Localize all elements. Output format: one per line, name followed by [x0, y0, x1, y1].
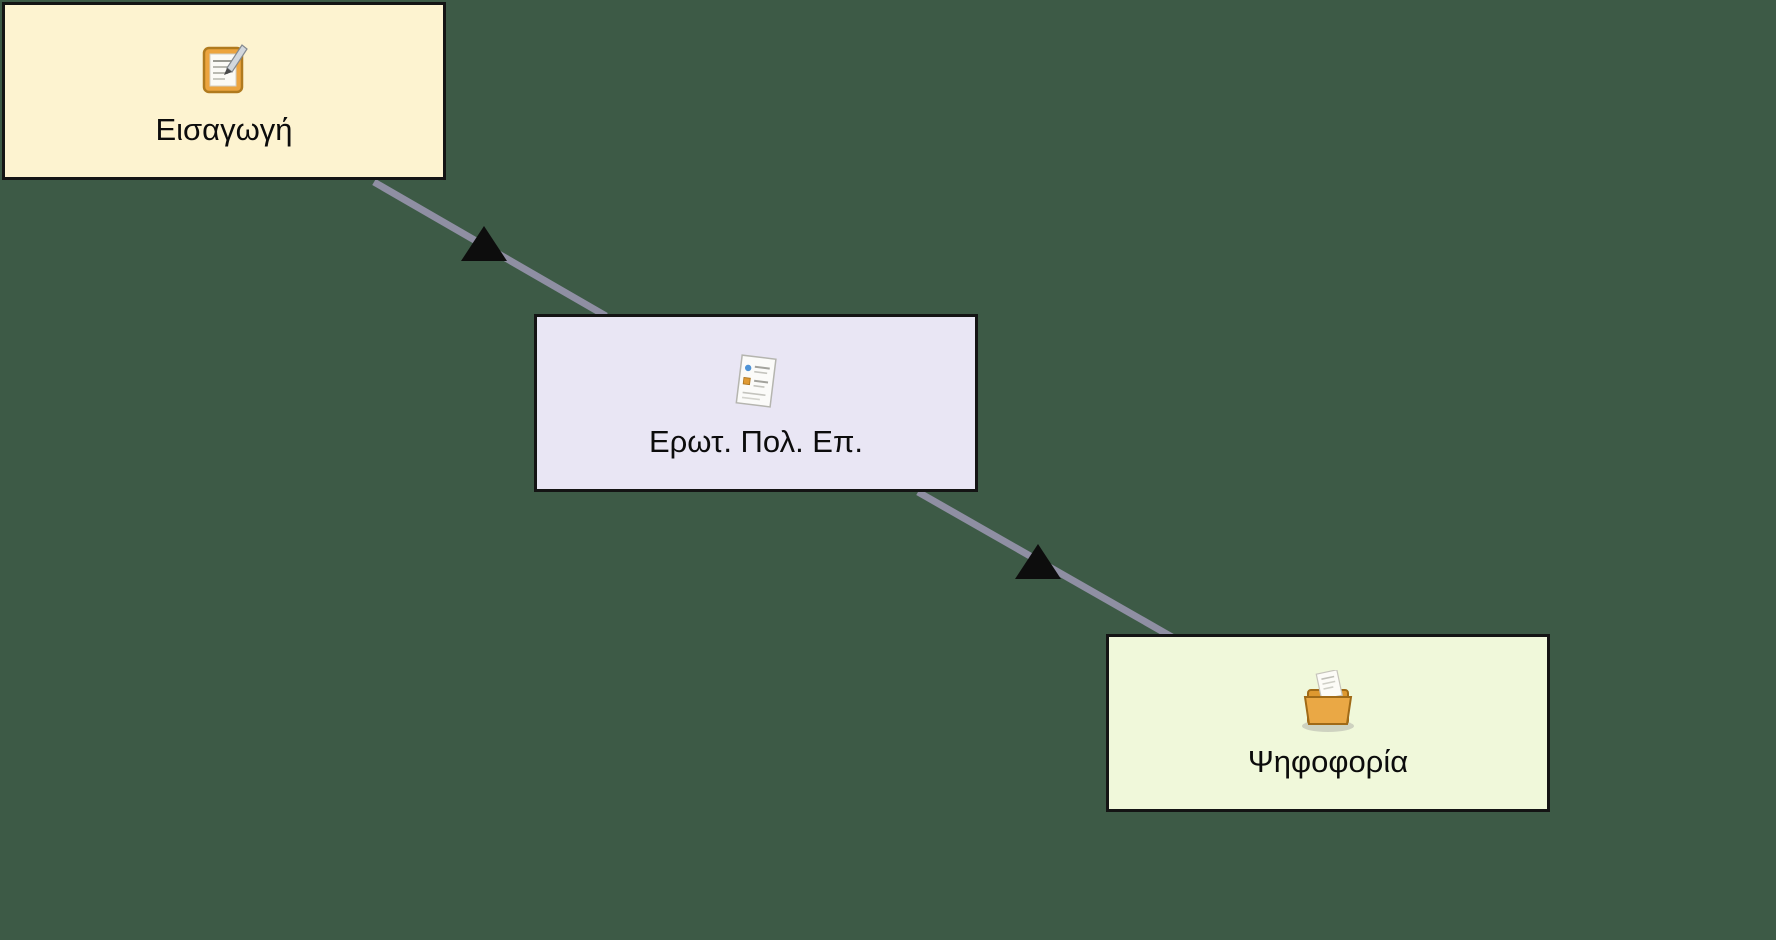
activity-node-voting[interactable]: Ψηφοφορία [1106, 634, 1550, 812]
activity-label: Εισαγωγή [155, 111, 293, 147]
noticeboard-icon [192, 38, 256, 102]
activity-node-mcq[interactable]: Ερωτ. Πολ. Επ. [534, 314, 978, 492]
transition-arrowhead-icon [1015, 544, 1061, 579]
transition-intro-to-mcq[interactable] [372, 178, 608, 320]
multiple-choice-icon [724, 350, 788, 414]
activity-label: Ψηφοφορία [1247, 743, 1409, 779]
transition-mcq-to-voting[interactable] [916, 488, 1174, 641]
activity-node-intro[interactable]: Εισαγωγή [2, 2, 446, 180]
voting-icon [1292, 669, 1364, 734]
transition-arrowhead-icon [461, 226, 507, 261]
activity-label: Ερωτ. Πολ. Επ. [649, 423, 863, 459]
